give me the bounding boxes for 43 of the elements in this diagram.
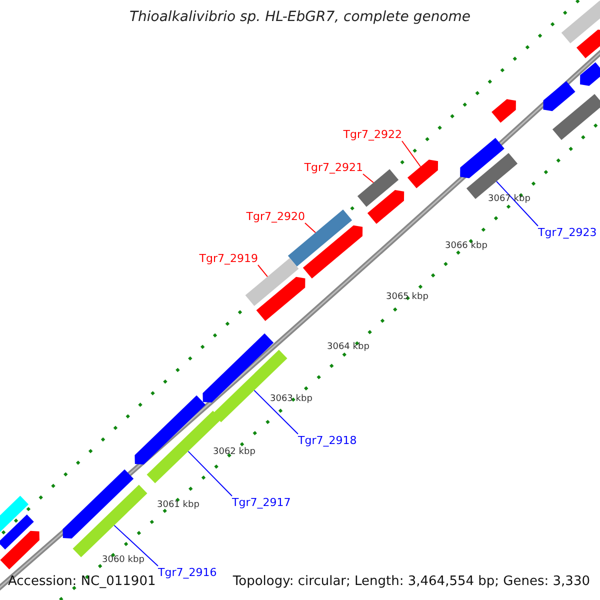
leader-line: [304, 222, 316, 234]
gene-label: Tgr7_2917: [232, 496, 291, 509]
gene-label: Tgr7_2919: [199, 252, 258, 265]
leader-line: [496, 180, 538, 226]
gene-bar: [0, 514, 34, 550]
gene-bar: [492, 99, 516, 123]
scale-label: 3062 kbp: [213, 447, 256, 458]
gene-label: Tgr7_2916: [158, 566, 217, 579]
gene-bar: [580, 62, 600, 86]
scale-label: 3060 kbp: [102, 555, 144, 566]
scale-label: 3065 kbp: [386, 292, 428, 303]
gene-bar: [460, 138, 504, 178]
gene-bar: [407, 160, 438, 188]
accession-text: Accession: NC_011901: [8, 574, 156, 590]
scale-label: 3066 kbp: [445, 241, 488, 252]
gene-bar: [0, 530, 40, 570]
leader-line: [402, 140, 421, 168]
leader-line: [362, 174, 374, 184]
gene-bar: [576, 30, 600, 58]
leader-line: [188, 450, 232, 496]
gene-bar: [0, 496, 29, 532]
gene-bar: [302, 225, 363, 278]
gene-label: Tgr7_2920: [246, 210, 305, 223]
gene-bar: [543, 81, 576, 112]
gene-label: Tgr7_2918: [298, 434, 357, 447]
scale-label: 3061 kbp: [157, 500, 200, 511]
scale-label: 3063 kbp: [270, 394, 312, 405]
gene-bar: [367, 190, 404, 224]
scale-label: 3067 kbp: [488, 194, 530, 205]
title: Thioalkalivibrio sp. HL-EbGR7, complete genome: [128, 9, 472, 25]
leader-line: [258, 264, 268, 278]
gene-label: Tgr7_2922: [343, 128, 402, 141]
gene-label: Tgr7_2921: [304, 161, 363, 174]
gene-bar: [552, 94, 600, 140]
gene-bar: [134, 395, 206, 464]
gene-bar: [256, 276, 306, 321]
scale-label: 3064 kbp: [327, 342, 370, 353]
gene-bar: [561, 0, 600, 44]
gene-label: Tgr7_2923: [538, 226, 597, 239]
leader-line: [254, 390, 298, 434]
leader-line: [114, 524, 158, 566]
genome-summary-text: Topology: circular; Length: 3,464,554 bp; Genes: 3,330: [232, 574, 590, 590]
gene-bar: [62, 469, 134, 538]
